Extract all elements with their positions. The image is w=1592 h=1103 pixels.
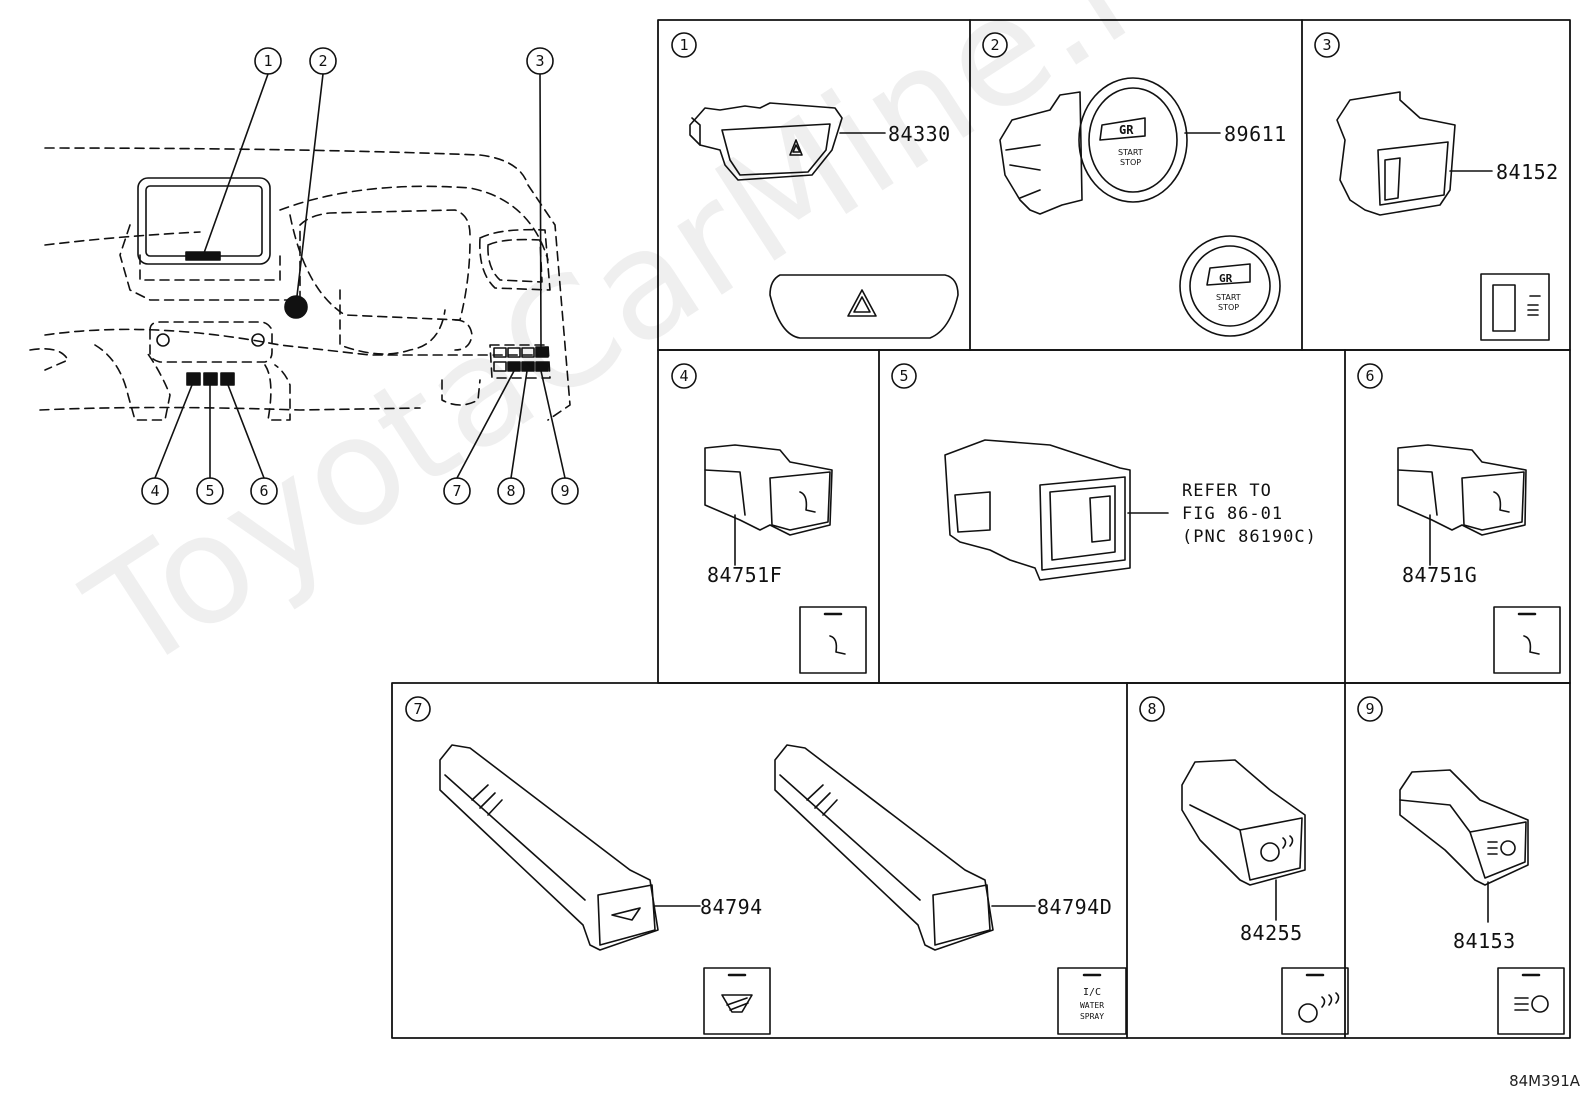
seat-heater-switch-right-drawing [1397,444,1561,674]
gr-logo-text-front: GR [1219,272,1233,285]
reference-note-line-1: REFER TO [1182,481,1272,501]
hazard-switch-drawing [689,102,886,181]
part-number-start-stop: 89611 [1224,122,1287,146]
multi-switch-drawing [944,439,1169,581]
headlight-cleaner-switch-drawing [1399,769,1565,1035]
start-label-front: START [1216,293,1241,302]
diagram-code: 84M391A [1509,1072,1580,1090]
part-number-seat-heater-left: 84751F [707,563,782,587]
panel-number-1: 1 [679,36,688,54]
stop-label: STOP [1120,158,1141,167]
panel-number-6: 6 [1365,367,1374,385]
panel-number-2: 2 [990,36,999,54]
seat-heater-switch-left-drawing [704,444,867,674]
part-number-seat-heater-right: 84751G [1402,563,1477,587]
part-number-dimmer: 84152 [1496,160,1559,184]
stop-label-front: STOP [1218,303,1239,312]
part-number-hazard-switch: 84330 [888,122,951,146]
steering-heater-switch-drawing [1181,759,1349,1035]
windshield-deicer-switch-drawing [439,744,771,1035]
panel-number-9: 9 [1365,700,1374,718]
overview-callout-6: 6 [259,482,268,500]
panel-number-4: 4 [679,367,688,385]
dashboard-overview [29,47,579,505]
water-spray-icon-text-2: WATER [1080,1001,1104,1010]
part-number-windshield-deicer: 84794 [700,895,763,919]
gr-logo-text: GR [1119,123,1134,137]
overview-callout-2: 2 [318,52,327,70]
overview-callout-4: 4 [150,482,159,500]
panel-number-7: 7 [413,700,422,718]
start-label: START [1118,148,1143,157]
panel-callouts [405,32,1383,722]
overview-callouts [141,47,579,505]
panel-number-3: 3 [1322,36,1331,54]
water-spray-switch-drawing [774,744,1127,1035]
reference-note-line-2: FIG 86-01 [1182,504,1283,524]
panel-number-5: 5 [899,367,908,385]
panel-grid [391,19,1571,1039]
water-spray-icon-text-1: I/C [1083,987,1101,998]
overview-callout-3: 3 [535,52,544,70]
overview-callout-5: 5 [205,482,214,500]
overview-callout-7: 7 [452,482,461,500]
overview-callout-9: 9 [560,482,569,500]
hazard-icon [769,274,959,339]
part-number-steering-heater: 84255 [1240,921,1303,945]
panel-number-8: 8 [1147,700,1156,718]
reference-note-line-3: (PNC 86190C) [1182,527,1317,547]
overview-callout-8: 8 [506,482,515,500]
dimmer-switch-drawing [1336,91,1550,341]
overview-callout-1: 1 [263,52,272,70]
part-number-water-spray: 84794D [1037,895,1112,919]
water-spray-icon-text-3: SPRAY [1080,1012,1104,1021]
start-stop-drawing [999,77,1281,337]
part-number-headlight-cleaner: 84153 [1453,929,1516,953]
